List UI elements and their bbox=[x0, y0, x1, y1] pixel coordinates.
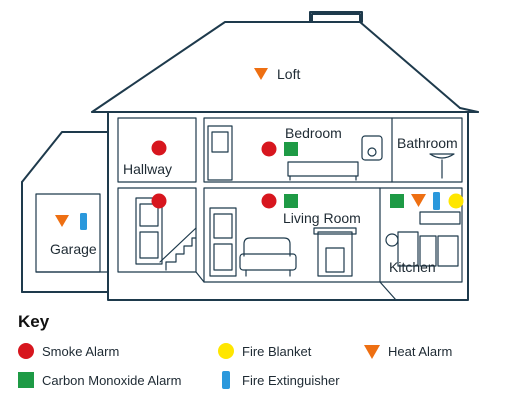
key-title: Key bbox=[18, 312, 50, 331]
room-label-hallway: Hallway bbox=[123, 161, 172, 177]
blue-bar-icon bbox=[222, 371, 230, 389]
bathroom-sink bbox=[429, 153, 455, 179]
boiler bbox=[361, 135, 383, 161]
bedroom-door bbox=[207, 125, 233, 181]
hallway-door bbox=[135, 197, 163, 265]
kitchen-fire-extinguisher-icon bbox=[433, 192, 440, 210]
key-label-fire-blanket: Fire Blanket bbox=[242, 343, 312, 359]
staircase bbox=[159, 227, 197, 271]
lower-hallway-smoke-alarm-icon bbox=[151, 193, 167, 209]
room-label-bathroom: Bathroom bbox=[397, 135, 458, 151]
kitchen-heat-alarm-icon bbox=[411, 194, 426, 207]
kitchen-fire-blanket-icon bbox=[448, 193, 464, 209]
kitchen-co-alarm-icon bbox=[390, 194, 404, 208]
garage-fire-extinguisher-icon bbox=[80, 213, 87, 230]
yellow-circle-icon bbox=[218, 343, 234, 359]
key-item-fire-extinguisher: Fire Extinguisher bbox=[218, 371, 340, 389]
armchair bbox=[239, 237, 297, 277]
hallway-smoke-alarm-icon bbox=[151, 140, 167, 156]
key-item-smoke-alarm: Smoke Alarm bbox=[18, 343, 119, 359]
loft-heat-alarm-icon bbox=[254, 68, 268, 80]
fireplace bbox=[313, 227, 357, 277]
orange-triangle-icon bbox=[364, 345, 380, 359]
bedroom-co-alarm-icon bbox=[284, 142, 298, 156]
red-circle-icon bbox=[18, 343, 34, 359]
key-item-heat-alarm: Heat Alarm bbox=[364, 343, 452, 359]
living-room-smoke-alarm-icon bbox=[261, 193, 277, 209]
room-label-loft: Loft bbox=[277, 66, 300, 82]
room-label-bedroom: Bedroom bbox=[285, 125, 342, 141]
key-label-fire-extinguisher: Fire Extinguisher bbox=[242, 372, 340, 388]
green-square-icon bbox=[18, 372, 34, 388]
living-room-co-alarm-icon bbox=[284, 194, 298, 208]
house-outline bbox=[21, 11, 479, 301]
key-label-heat-alarm: Heat Alarm bbox=[388, 343, 453, 359]
kitchen-appliances bbox=[385, 211, 461, 267]
key-item-fire-blanket: Fire Blanket bbox=[218, 343, 311, 359]
living-room-door bbox=[209, 207, 237, 277]
key-label-carbon-monoxide-alarm: Carbon Monoxide Alarm bbox=[42, 372, 182, 388]
key-label-smoke-alarm: Smoke Alarm bbox=[42, 343, 120, 359]
garage-heat-alarm-icon bbox=[55, 215, 69, 227]
room-label-kitchen: Kitchen bbox=[389, 259, 436, 275]
room-label-garage: Garage bbox=[50, 241, 97, 257]
key-item-carbon-monoxide-alarm: Carbon Monoxide Alarm bbox=[18, 372, 181, 388]
room-label-living-room: Living Room bbox=[283, 210, 361, 226]
bedroom-smoke-alarm-icon bbox=[261, 141, 277, 157]
bed bbox=[287, 161, 359, 181]
